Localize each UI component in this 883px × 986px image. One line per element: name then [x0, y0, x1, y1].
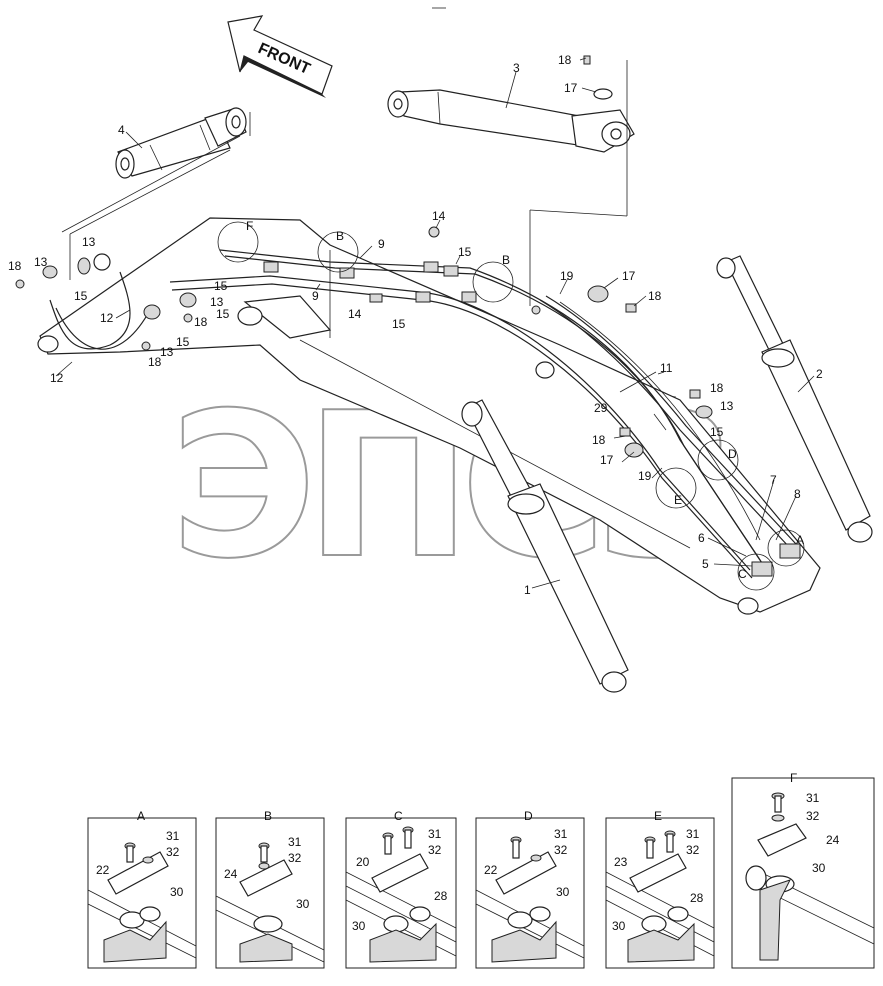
detail-label: 32	[554, 843, 568, 857]
clamp-parts	[15, 226, 801, 577]
detail-title: E	[654, 809, 662, 823]
callout-15: 15	[710, 425, 724, 439]
detail-label: 28	[690, 891, 704, 905]
callout-14: 14	[348, 307, 362, 321]
detail-title: C	[394, 809, 403, 823]
detail-title: D	[524, 809, 533, 823]
detail-box-B: B 31 32 24 30	[215, 809, 325, 969]
callout-13: 13	[160, 345, 174, 359]
cylinder-1	[461, 399, 629, 693]
callout-19: 19	[638, 469, 652, 483]
detail-title: F	[790, 771, 797, 785]
callout-13: 13	[720, 399, 734, 413]
callout-8: 8	[794, 487, 801, 501]
callout-14: 14	[432, 209, 446, 223]
callout-13: 13	[210, 295, 224, 309]
callout-15: 15	[392, 317, 406, 331]
detail-markers	[217, 221, 805, 591]
callout-18: 18	[710, 381, 724, 395]
detail-label: 32	[166, 845, 180, 859]
detail-box-A: A 31 32 22 30	[87, 809, 197, 969]
callout-D: D	[728, 447, 737, 461]
detail-box-C: C 31 32 20 28 30	[345, 809, 457, 969]
detail-label: 31	[554, 827, 568, 841]
detail-box-D: D 31 32 22 30	[475, 809, 585, 969]
callout-19: 19	[560, 269, 574, 283]
leader-lines	[55, 57, 815, 589]
boom	[37, 217, 821, 615]
callout-17: 17	[600, 453, 614, 467]
detail-label: 30	[556, 885, 570, 899]
callout-17: 17	[622, 269, 636, 283]
cylinder-4	[61, 107, 251, 233]
callout-11: 11	[660, 361, 673, 375]
detail-title: A	[137, 809, 145, 823]
callout-18: 18	[8, 259, 22, 273]
detail-label: 32	[806, 809, 820, 823]
callout-13: 13	[34, 255, 48, 269]
callout-2: 2	[816, 367, 823, 381]
callout-C: C	[738, 567, 747, 581]
detail-box-F: F 31 32 24 30	[731, 771, 875, 969]
detail-label: 31	[288, 835, 302, 849]
detail-label: 31	[428, 827, 442, 841]
callout-15: 15	[214, 279, 228, 293]
callout-18: 18	[648, 289, 662, 303]
detail-label: 23	[614, 855, 628, 869]
detail-label: 20	[356, 855, 370, 869]
detail-label: 32	[288, 851, 302, 865]
detail-label: 31	[166, 829, 180, 843]
callout-18: 18	[148, 355, 162, 369]
detail-label: 30	[812, 861, 826, 875]
callout-15: 15	[176, 335, 190, 349]
detail-label: 22	[484, 863, 498, 877]
detail-label: 30	[612, 919, 626, 933]
callout-7: 7	[770, 473, 777, 487]
detail-label: 30	[296, 897, 310, 911]
callout-12: 12	[100, 311, 114, 325]
front-arrow: FRONT	[227, 15, 333, 98]
detail-box-E: E 31 32 23 28 30	[605, 809, 715, 969]
callout-E: E	[674, 493, 682, 507]
detail-label: 32	[686, 843, 700, 857]
detail-label: 22	[96, 863, 110, 877]
detail-label: 28	[434, 889, 448, 903]
cylinder-2	[716, 255, 873, 543]
callout-A: A	[796, 533, 804, 547]
callout-B: B	[336, 229, 344, 243]
detail-label: 30	[170, 885, 184, 899]
callout-4: 4	[118, 123, 125, 137]
callout-9: 9	[378, 237, 385, 251]
callout-18: 18	[592, 433, 606, 447]
callout-13: 13	[82, 235, 96, 249]
callout-3: 3	[513, 61, 520, 75]
callout-18: 18	[194, 315, 208, 329]
callout-15: 15	[458, 245, 472, 259]
callout-12: 12	[50, 371, 64, 385]
callout-15: 15	[74, 289, 88, 303]
callout-17: 17	[564, 81, 578, 95]
cylinder-3	[387, 55, 635, 306]
callout-29: 29	[594, 401, 608, 415]
detail-label: 30	[352, 919, 366, 933]
callout-18: 18	[558, 53, 572, 67]
detail-label: 24	[224, 867, 238, 881]
detail-label: 24	[826, 833, 840, 847]
callout-15: 15	[216, 307, 230, 321]
callout-labels: 4 3 18 17 13 18 13 15 12 12 15 13 15 18 …	[8, 53, 823, 597]
detail-label: 32	[428, 843, 442, 857]
callout-9: 9	[312, 289, 319, 303]
callout-6: 6	[698, 531, 705, 545]
callout-5: 5	[702, 557, 709, 571]
callout-1: 1	[524, 583, 531, 597]
detail-label: 31	[686, 827, 700, 841]
callout-B: B	[502, 253, 510, 267]
detail-title: B	[264, 809, 272, 823]
detail-label: 31	[806, 791, 820, 805]
callout-F: F	[246, 219, 253, 233]
